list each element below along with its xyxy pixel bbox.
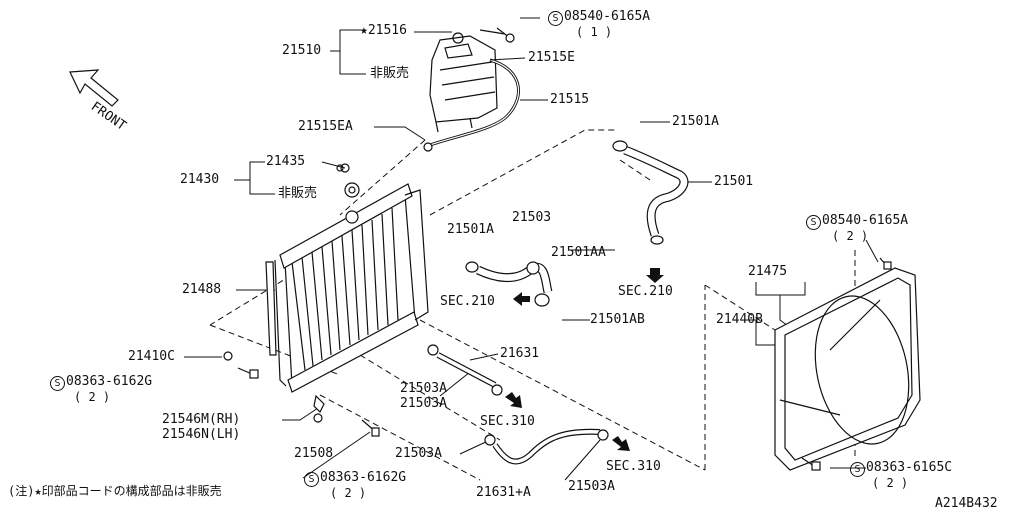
label-sec210-b: SEC.210 <box>440 294 495 309</box>
label-21410c: 21410C <box>128 349 175 364</box>
radiator <box>274 163 429 393</box>
s-mark-icon: S <box>850 462 865 477</box>
label-21440b: 21440B <box>716 312 763 327</box>
label-bolt-left-qty: ( 2 ) <box>74 390 111 404</box>
label-21501ab: 21501AB <box>590 312 645 327</box>
label-sec210-a: SEC.210 <box>618 284 673 299</box>
reservoir-tank <box>429 29 506 133</box>
fasteners <box>223 27 892 471</box>
label-21475: 21475 <box>748 264 788 279</box>
front-arrow-icon <box>69 69 119 107</box>
label-sec310-b: SEC.310 <box>606 459 661 474</box>
oil-cooler-hoses <box>427 344 609 465</box>
label-not-sold-2: 非販売 <box>278 186 318 201</box>
label-21503: 21503 <box>512 210 552 225</box>
s-mark-icon: S <box>304 472 319 487</box>
s-mark-icon: S <box>50 376 65 391</box>
s-mark-icon: S <box>548 11 563 26</box>
label-21631a: 21631+A <box>476 485 531 500</box>
leader-lines <box>184 17 879 481</box>
label-21503a-1: 21503A <box>400 381 447 396</box>
label-21546n: 21546N(LH) <box>162 427 241 442</box>
label-21515e: 21515E <box>528 50 575 65</box>
label-21510: 21510 <box>282 43 322 58</box>
sec-arrows <box>505 268 664 451</box>
footnote: (注)★印部品コードの構成部品は非販売 <box>8 484 222 498</box>
label-21435: 21435 <box>266 154 306 169</box>
figure-code: A214B432 <box>935 496 998 511</box>
label-bolt-top-qty: ( 1 ) <box>576 25 613 39</box>
label-21515ea: 21515EA <box>298 119 353 134</box>
label-bolt-bottom-right-qty: ( 2 ) <box>872 476 909 490</box>
label-21501: 21501 <box>714 174 754 189</box>
label-21503a-3: 21503A <box>395 446 442 461</box>
label-21430: 21430 <box>180 172 220 187</box>
s-mark-icon: S <box>806 215 821 230</box>
label-bolt-right-qty: ( 2 ) <box>832 229 869 243</box>
label-bolt-bottom-qty: ( 2 ) <box>330 486 367 500</box>
label-21501a-top: 21501A <box>672 114 719 129</box>
fan-shroud <box>774 267 921 471</box>
label-21508: 21508 <box>294 446 334 461</box>
upper-hose <box>612 140 689 245</box>
label-21546m: 21546M(RH) <box>162 412 241 427</box>
label-21503a-4: 21503A <box>568 479 615 494</box>
label-21488: 21488 <box>182 282 222 297</box>
label-21516: ★21516 <box>360 23 407 38</box>
label-21501a-mid: 21501A <box>447 222 494 237</box>
label-21631: 21631 <box>500 346 540 361</box>
label-sec310-a: SEC.310 <box>480 414 535 429</box>
label-not-sold-1: 非販売 <box>370 66 410 81</box>
lower-hose <box>465 261 553 307</box>
label-21501aa: 21501AA <box>551 245 606 260</box>
side-seal <box>265 261 277 356</box>
label-21503a-2: 21503A <box>400 396 447 411</box>
label-21515: 21515 <box>550 92 590 107</box>
